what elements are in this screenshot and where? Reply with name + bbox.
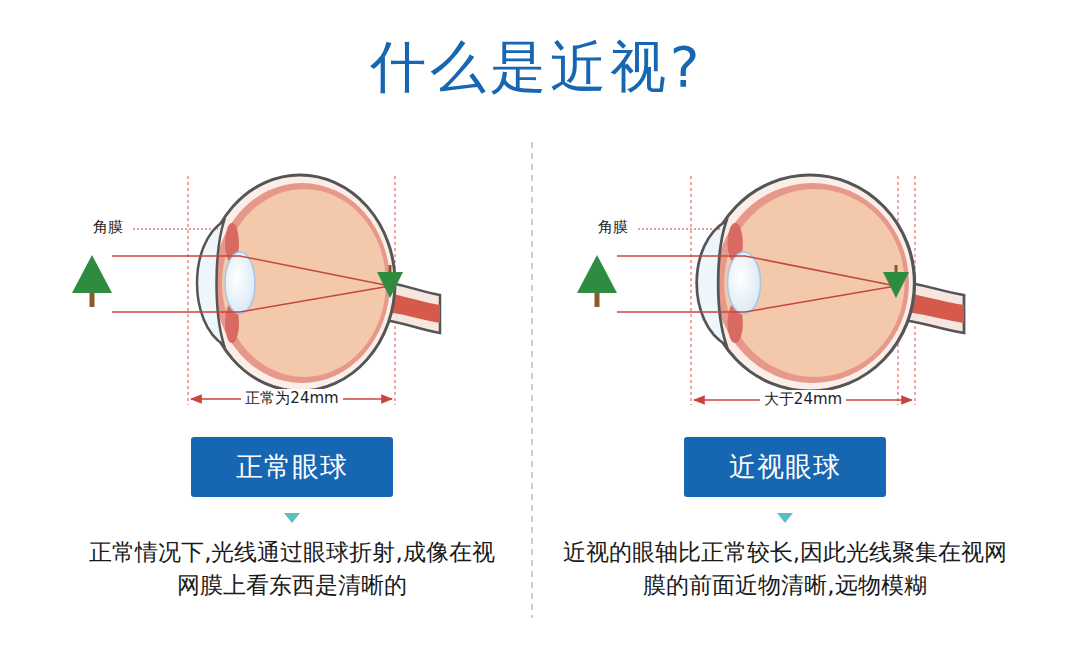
box-label: 正常眼球 — [236, 449, 348, 485]
caption-box: 正常眼球 — [191, 437, 393, 497]
title: 什么是近视? — [0, 30, 1073, 106]
part-label: 正常为24mm — [241, 389, 342, 409]
part-label: 大于24mm — [760, 390, 846, 410]
part-label: 角膜 — [598, 218, 628, 238]
part-label: 角膜 — [93, 218, 123, 238]
box-label: 近视眼球 — [729, 449, 841, 485]
caption-box: 近视眼球 — [684, 437, 886, 497]
description-text: 正常情况下,光线通过眼球折射,成像在视网膜上看东西是清晰的 — [87, 536, 497, 603]
description-text: 近视的眼轴比正常较长,因此光线聚集在视网膜的前面近物清晰,远物模糊 — [560, 536, 1010, 603]
